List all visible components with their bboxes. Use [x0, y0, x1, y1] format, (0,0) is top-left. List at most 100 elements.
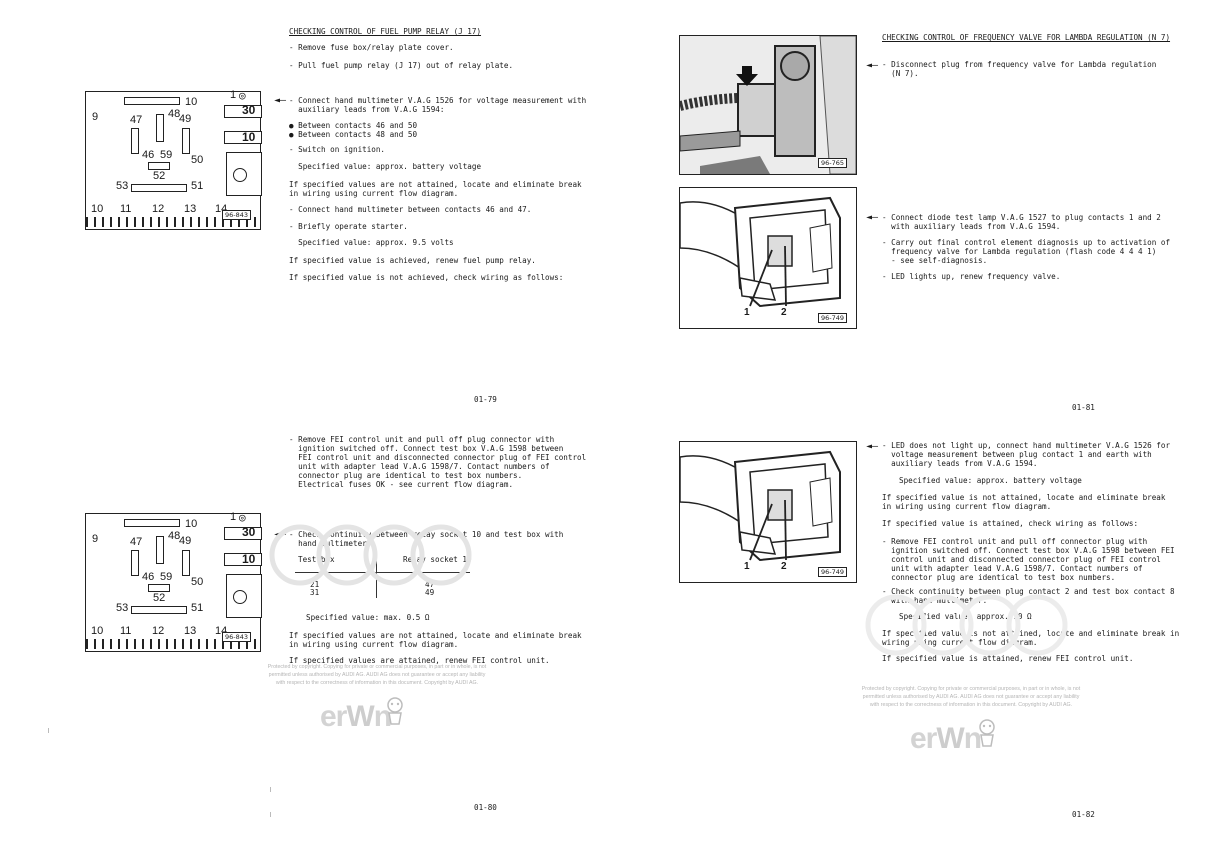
relay-plate-diagram: 10 9 1 ◎ 30 47 48 49 10 46 59 50 52 53 5… [85, 89, 262, 230]
contact-label: 59 [160, 149, 173, 161]
fuse-slot [224, 527, 262, 540]
plug-contact-label: 2 [781, 307, 787, 318]
audi-rings-watermark [269, 524, 472, 586]
contact-label: 10 [185, 518, 198, 530]
copyright-notice: Protected by copyright. Copying for priv… [861, 686, 1081, 708]
contact-label: 30 [242, 525, 256, 539]
relay-slot [148, 162, 170, 170]
contact-label: 9 [92, 533, 99, 545]
contact-label: 13 [184, 625, 197, 637]
step: - Check continuity between plug contact … [882, 587, 1175, 605]
contact-label: 47 [130, 114, 143, 126]
contact-label: 48 [168, 108, 181, 120]
contact-label: 30 [242, 103, 256, 117]
table-cell: 49 [425, 588, 435, 597]
fuse-slot [224, 553, 262, 566]
plug-contact-label: 2 [781, 561, 787, 572]
contact-label: 49 [179, 113, 192, 125]
table-cell: 21 [310, 580, 320, 589]
step: If specified value is not achieved, chec… [289, 273, 564, 282]
relay-slot [131, 128, 139, 154]
page3-title: CHECKING CONTROL OF FREQUENCY VALVE FOR … [882, 33, 1171, 42]
page-number: 01-79 [474, 395, 497, 404]
relay-slot [148, 584, 170, 592]
figure-tag: 96-749 [818, 567, 848, 577]
contact-label: 53 [116, 180, 129, 192]
audi-rings-watermark [865, 594, 1068, 656]
step: If specified values are attained, renew … [289, 656, 550, 665]
contact-label: 1 [230, 89, 237, 101]
contact-label: 47 [130, 536, 143, 548]
contact-label: 14 [215, 203, 228, 215]
contact-label: 10 [91, 625, 104, 637]
contact-label: 48 [168, 530, 181, 542]
contact-label: 53 [116, 602, 129, 614]
contact-label: 10 [91, 203, 104, 215]
table-rule [295, 572, 470, 573]
pointer-arrow-icon: ◄– [866, 441, 879, 452]
pointer-arrow-icon: ◄– [274, 95, 287, 106]
step: - Connect hand multimeter V.A.G 1526 for… [289, 96, 587, 114]
mascot-icon [387, 697, 403, 725]
relay-slot [182, 128, 190, 154]
step: - Switch on ignition. [289, 145, 386, 154]
valve-illustration [680, 36, 856, 174]
relay-plate-diagram: 10 9 1 ◎ 30 47 48 49 10 46 59 50 52 53 5… [85, 511, 262, 652]
figure-tag: 96-843 [222, 210, 252, 220]
contact-label: 51 [191, 180, 204, 192]
contact-label: 12 [152, 203, 165, 215]
contact-label: 12 [152, 625, 165, 637]
plug-illustration [680, 450, 841, 562]
contact-label: 50 [191, 154, 204, 166]
step: - LED does not light up, connect hand mu… [882, 441, 1171, 468]
plug-contact-label: 1 [744, 307, 750, 318]
fuse-slot [224, 105, 262, 118]
pointer-arrow-icon: ◄– [866, 60, 879, 71]
figure-tag: 96-765 [818, 158, 848, 168]
relay-slot [182, 550, 190, 576]
page-number: 01-80 [474, 803, 497, 812]
relay-slot [156, 114, 164, 142]
page1-title: CHECKING CONTROL OF FUEL PUMP RELAY (J 1… [289, 27, 482, 36]
step: If specified values are not attained, lo… [289, 180, 582, 198]
down-arrow-icon [736, 66, 758, 86]
screw-icon [233, 590, 247, 604]
table-cell: 31 [310, 588, 320, 597]
terminal-icon: ◎ [239, 511, 246, 524]
contact-label: 50 [191, 576, 204, 588]
step: - Pull fuel pump relay (J 17) out of rel… [289, 61, 514, 70]
step: If specified value is attained, check wi… [882, 519, 1139, 528]
scan-mark [270, 787, 271, 792]
relay-slot [156, 536, 164, 564]
fuse-row [86, 217, 258, 227]
page-number: 01-82 [1072, 810, 1095, 819]
screw-icon [233, 168, 247, 182]
step: - LED lights up, renew frequency valve. [882, 272, 1061, 281]
contact-label: 46 [142, 571, 155, 583]
relay-slot [124, 519, 180, 527]
contact-label: 52 [153, 592, 166, 604]
plug-connector-diagram: 1 2 96-749 [679, 187, 857, 329]
terminal-icon: ◎ [239, 89, 246, 102]
pointer-arrow-icon: ◄– [866, 212, 879, 223]
contact-label: 10 [242, 130, 256, 144]
spec-value: Specified value: approx. 9.5 volts [289, 238, 454, 247]
contact-label: 51 [191, 602, 204, 614]
spec-value: Specified value: approx. battery voltage [289, 162, 482, 171]
step: - Remove fuse box/relay plate cover. [289, 43, 454, 52]
step: - Disconnect plug from frequency valve f… [882, 60, 1157, 78]
step: If specified values are not attained, lo… [289, 631, 582, 649]
step: - Briefly operate starter. [289, 222, 408, 231]
contact-label: 11 [120, 625, 132, 637]
fuse-slot [224, 131, 262, 144]
erwin-logo: erWn [320, 700, 392, 733]
step: If specified value is attained, renew FE… [882, 654, 1134, 663]
contact-label: 1 [230, 511, 237, 523]
intro-step: - Remove FEI control unit and pull off p… [289, 435, 587, 489]
contact-label: 59 [160, 571, 173, 583]
relay-slot [124, 97, 180, 105]
spec-value: Specified value: max. 0.5 Ω [306, 613, 430, 622]
contact-label: 9 [92, 111, 99, 123]
figure-tag: 96-843 [222, 632, 252, 642]
relay-slot [131, 184, 187, 192]
